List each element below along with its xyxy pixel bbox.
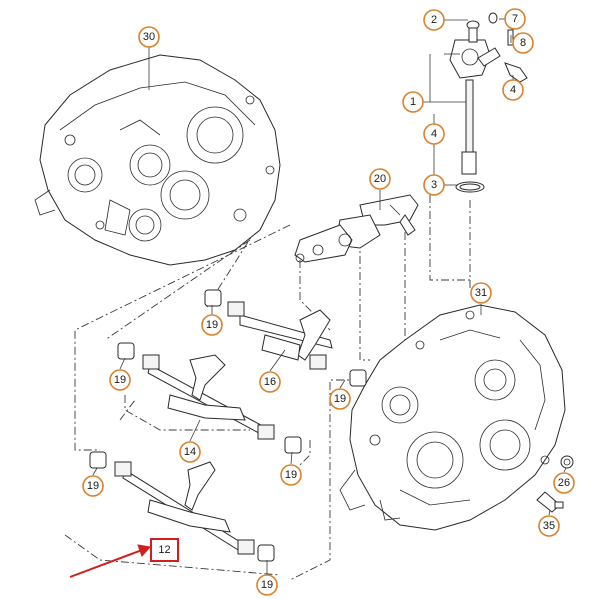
- shift-fork-12: [89, 451, 275, 562]
- svg-text:35: 35: [543, 520, 555, 532]
- svg-text:4: 4: [510, 84, 516, 96]
- callout-8: 8: [512, 32, 534, 54]
- svg-text:19: 19: [206, 319, 218, 331]
- selector-shaft-assembly: [449, 12, 528, 193]
- svg-text:4: 4: [431, 128, 437, 140]
- callout-19-d: 19: [280, 464, 302, 486]
- callout-20: 20: [369, 168, 391, 190]
- svg-text:30: 30: [143, 31, 155, 43]
- svg-text:14: 14: [184, 446, 196, 458]
- svg-text:19: 19: [285, 469, 297, 481]
- callout-19-e: 19: [82, 475, 104, 497]
- svg-text:26: 26: [558, 477, 570, 489]
- svg-text:19: 19: [87, 480, 99, 492]
- callout-12-highlighted: 12: [150, 538, 179, 562]
- callout-19-f: 19: [256, 574, 278, 596]
- gearbox-housing-left: [34, 54, 281, 266]
- selector-lever-assembly: [294, 194, 419, 263]
- shift-fork-14: [117, 342, 302, 454]
- svg-text:12: 12: [158, 544, 170, 556]
- callout-19-c: 19: [109, 369, 131, 391]
- callout-14: 14: [179, 441, 201, 463]
- callout-16: 16: [259, 371, 281, 393]
- svg-text:2: 2: [431, 14, 437, 26]
- shift-fork-16: [204, 289, 367, 387]
- svg-text:19: 19: [334, 393, 346, 405]
- callout-3: 3: [423, 174, 445, 196]
- callout-7: 7: [504, 8, 526, 30]
- svg-text:19: 19: [261, 579, 273, 591]
- svg-text:31: 31: [475, 287, 487, 299]
- callout-35: 35: [538, 515, 560, 537]
- callout-19-a: 19: [201, 314, 223, 336]
- gearbox-housing-right: [339, 304, 566, 531]
- svg-text:1: 1: [410, 96, 416, 108]
- callout-4-upper: 4: [502, 79, 524, 101]
- callout-4-lower: 4: [423, 123, 445, 145]
- callout-30: 30: [138, 26, 160, 48]
- small-fasteners: [536, 455, 574, 513]
- svg-text:20: 20: [374, 173, 386, 185]
- callout-19-b: 19: [329, 388, 351, 410]
- svg-text:8: 8: [520, 37, 526, 49]
- svg-text:16: 16: [264, 376, 276, 388]
- svg-text:19: 19: [114, 374, 126, 386]
- svg-text:3: 3: [431, 179, 437, 191]
- red-pointer-arrow: [69, 544, 151, 578]
- callout-26: 26: [553, 472, 575, 494]
- callout-2: 2: [423, 9, 445, 31]
- callout-1: 1: [402, 91, 424, 113]
- callout-31: 31: [470, 282, 492, 304]
- leader-lines: [92, 18, 567, 575]
- svg-text:7: 7: [512, 13, 518, 25]
